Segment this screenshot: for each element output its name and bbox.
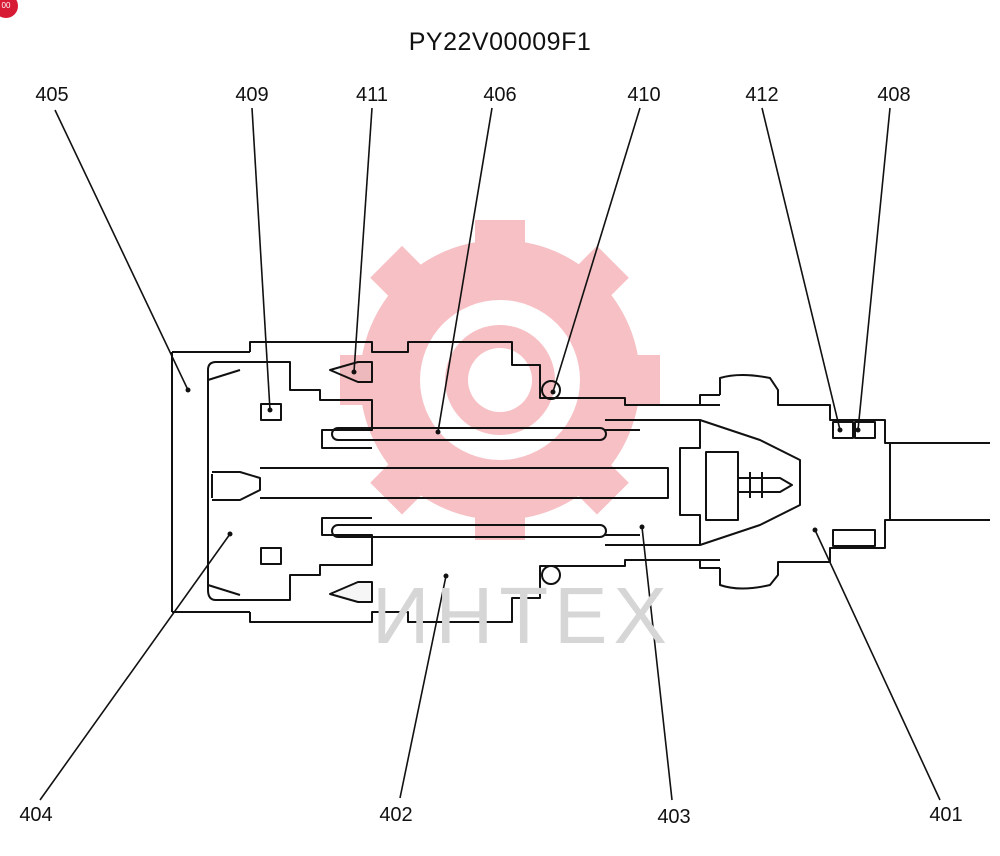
piston-404: [207, 361, 373, 601]
housing-upper: [249, 341, 720, 406]
seal-411-upper: [329, 361, 373, 383]
leader-dots: [185, 369, 861, 579]
corner-badge: 00: [0, 0, 18, 18]
spool-403: [605, 419, 701, 546]
callout-405: 405: [35, 84, 69, 106]
leader-408: [857, 107, 891, 431]
callout-408: 408: [877, 84, 911, 106]
valve-outline: [171, 341, 990, 623]
spring-406-upper: [331, 427, 607, 441]
callout-404: 404: [19, 804, 53, 826]
callout-409: 409: [235, 84, 269, 106]
drawing-title: PY22V00009F1: [408, 28, 592, 56]
leader-411: [353, 107, 373, 373]
leader-405: [54, 109, 189, 391]
retainer-408: [854, 421, 876, 439]
callout-411: 411: [356, 84, 388, 106]
callout-403: 403: [657, 806, 691, 828]
shaft-right: [890, 442, 990, 521]
slot-409-upper: [260, 403, 282, 421]
leader-402: [399, 575, 447, 799]
housing-lower: [249, 559, 720, 623]
leader-404: [39, 533, 231, 801]
body-401: [719, 374, 891, 590]
end-cap-405: [171, 351, 250, 613]
callout-401: 401: [929, 804, 963, 826]
leader-403: [641, 526, 673, 801]
leader-412: [761, 107, 841, 431]
slot-409-lower: [260, 547, 282, 565]
watermark-text: ИНТЕХ: [372, 571, 673, 660]
leader-409: [251, 107, 271, 411]
leader-lines: [39, 107, 941, 801]
axial-bore: [212, 467, 669, 501]
seal-411-lower: [329, 581, 373, 603]
center-pin: [705, 451, 793, 521]
callout-410: 410: [627, 84, 661, 106]
leader-410: [552, 107, 641, 393]
retainer-412: [832, 421, 854, 439]
leader-406: [437, 107, 493, 433]
leader-401: [814, 529, 941, 801]
callout-402: 402: [379, 804, 413, 826]
spring-406-lower: [331, 524, 607, 538]
watermark-gear-icon: [340, 220, 660, 540]
o-ring-410-lower: [541, 565, 561, 585]
callout-406: 406: [483, 84, 517, 106]
o-ring-410-upper: [541, 380, 561, 400]
callout-412: 412: [745, 84, 779, 106]
